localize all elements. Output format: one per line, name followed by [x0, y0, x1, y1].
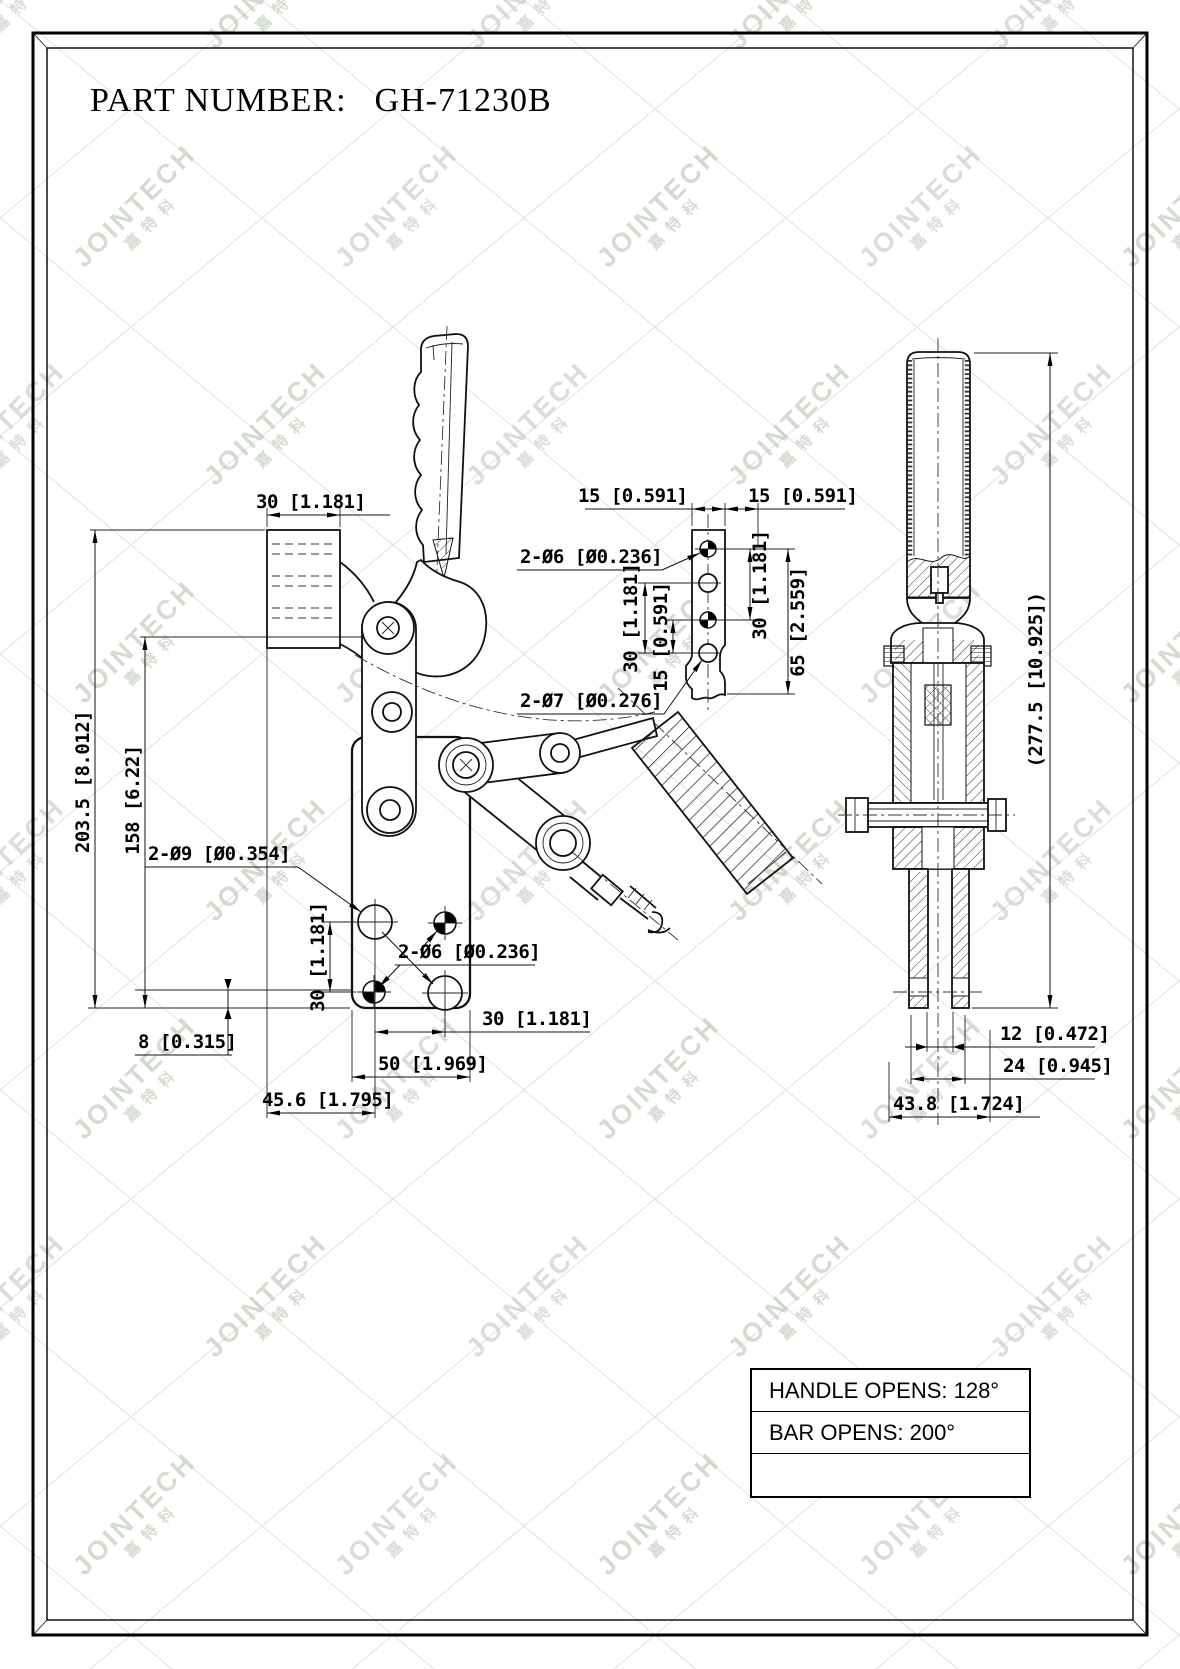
dim-front-pivot-height: 158 [6.22] [122, 745, 144, 854]
sheet-title-label: PART NUMBER: [90, 82, 347, 119]
dim-front-base-offset: 8 [0.315] [138, 1031, 236, 1053]
dim-front-overall-height: 203.5 [8.012] [72, 711, 94, 853]
dim-front-base-width: 50 [1.969] [378, 1053, 487, 1075]
dim-front-hole-spacing-v: 30 [1.181] [307, 902, 329, 1011]
dim-front-bar-width: 30 [1.181] [256, 491, 365, 513]
part-number: GH-71230B [374, 82, 552, 119]
sheet-title: PART NUMBER: GH-71230B [90, 82, 552, 120]
dimensions-bar-detail: 15 [0.591] 15 [0.591] 2-Ø6 [Ø0.236] 30 [… [517, 485, 858, 715]
spec-row-handle-opens: HANDLE OPENS: 128° [752, 1370, 1029, 1412]
dim-front-bar-reach: 45.6 [1.795] [262, 1089, 393, 1111]
side-view [838, 338, 1015, 1125]
dim-front-holes-large: 2-Ø9 [Ø0.354] [148, 843, 290, 865]
dim-side-prong-gap: 12 [0.472] [1000, 1023, 1109, 1045]
dim-detail-holes-small: 2-Ø6 [Ø0.236] [520, 546, 662, 568]
spindle [569, 851, 679, 941]
spec-row-empty [752, 1454, 1029, 1496]
handle [412, 325, 469, 593]
bar-sleeve [617, 687, 823, 896]
dim-detail-spacing-30-left: 30 [1.181] [620, 563, 642, 672]
bar-detail-view [685, 514, 726, 712]
dim-front-hole-spacing-h: 30 [1.181] [482, 1008, 591, 1030]
dim-side-overall-height: (277.5 [10.925]) [1025, 592, 1047, 767]
front-view [266, 325, 823, 1016]
dim-front-holes-small: 2-Ø6 [Ø0.236] [398, 941, 540, 963]
dimensions-side: (277.5 [10.925]) 12 [0.472] 24 [0.945] 4… [888, 352, 1113, 1122]
side-prongs [893, 868, 985, 1009]
dim-detail-spacing-15-left: 15 [0.591] [650, 582, 672, 691]
side-handle [906, 351, 971, 604]
dim-detail-bar-width: 15 [0.591] [578, 485, 687, 507]
side-body [838, 597, 1015, 870]
dim-detail-end-offset: 15 [0.591] [748, 485, 857, 507]
spec-table: HANDLE OPENS: 128° BAR OPENS: 200° [750, 1368, 1031, 1498]
dimensions-front: 30 [1.181] 203.5 [8.012] 158 [6.22] 2-Ø9… [72, 491, 592, 1118]
dim-side-prong-span: 24 [0.945] [1003, 1055, 1112, 1077]
dim-detail-holes-large: 2-Ø7 [Ø0.276] [520, 690, 662, 712]
dim-detail-span-65: 65 [2.559] [787, 567, 809, 676]
dim-side-base-depth: 43.8 [1.724] [893, 1093, 1024, 1115]
pivot-holes [361, 601, 591, 871]
sheet-border [31, 31, 1149, 1637]
swing-path [354, 654, 656, 722]
spec-row-bar-opens: BAR OPENS: 200° [752, 1412, 1029, 1454]
clamp-bar-open [266, 529, 375, 659]
dim-detail-spacing-30-right: 30 [1.181] [749, 530, 771, 639]
